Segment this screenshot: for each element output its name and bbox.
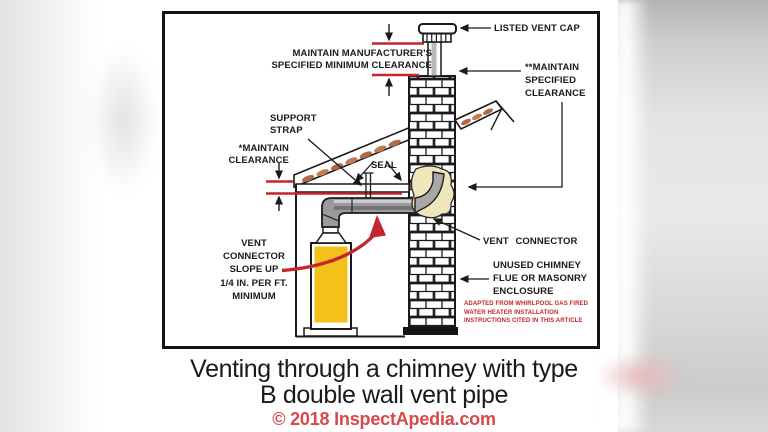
label-slope-line4: 1/4 IN. PER FT. — [220, 277, 288, 289]
background-left-gradient — [0, 0, 100, 432]
seal-blob — [410, 165, 455, 219]
label-slope-line1: VENT — [241, 238, 267, 249]
label-maintain-specified: **MAINTAIN SPECIFIED CLEARANCE — [525, 61, 586, 101]
diagram-line-art — [266, 23, 563, 338]
chimney-base — [403, 327, 458, 335]
label-maintain-clearance: *MAINTAIN CLEARANCE — [228, 143, 289, 167]
label-support-strap-line1: SUPPORT — [270, 113, 317, 124]
figure-caption-line1: Venting through a chimney with type — [190, 355, 578, 383]
label-support-strap: SUPPORT STRAP — [270, 113, 317, 137]
support-strap — [363, 172, 374, 198]
copyright-text: © 2018 InspectApedia.com — [272, 409, 496, 429]
label-slope-line3: SLOPE UP — [229, 264, 279, 276]
leader-lines — [307, 24, 563, 283]
label-top-clearance-line1: MAINTAIN MANUFACTURER'S — [292, 48, 432, 59]
label-unused-chimney: UNUSED CHIMNEY FLUE OR MASONRY ENCLOSURE — [493, 259, 587, 299]
roof-right — [453, 100, 515, 131]
label-slope-line5: MINIMUM — [232, 290, 276, 302]
label-unused-chimney-line2: FLUE OR MASONRY — [493, 273, 588, 285]
label-maintain-clearance-line1: *MAINTAIN — [238, 143, 289, 154]
label-maintain-specified-line3: CLEARANCE — [525, 88, 586, 100]
label-adapted-note: ADAPTED FROM WHIRLPOOL GAS FIRED WATER H… — [464, 300, 588, 326]
background-pink-smudge — [595, 352, 690, 400]
water-heater — [303, 226, 358, 337]
label-adapted-note-line1: ADAPTED FROM WHIRLPOOL GAS FIRED — [464, 301, 589, 307]
label-support-strap-line2: STRAP — [270, 125, 303, 136]
label-top-clearance: MAINTAIN MANUFACTURER'S SPECIFIED MINIMU… — [271, 48, 432, 72]
label-unused-chimney-line3: ENCLOSURE — [493, 286, 554, 298]
label-listed-vent-cap: LISTED VENT CAP — [494, 23, 580, 34]
label-unused-chimney-line1: UNUSED CHIMNEY — [493, 260, 581, 271]
vent-connector-pipe — [321, 197, 421, 228]
label-vent-connector: VENT CONNECTOR — [483, 236, 578, 247]
label-maintain-specified-line2: SPECIFIED — [525, 75, 577, 87]
draft-hood — [314, 232, 348, 244]
label-seal: SEAL — [371, 160, 397, 171]
label-adapted-note-line3: INSTRUCTIONS CITED IN THIS ARTICLE — [464, 318, 583, 325]
label-maintain-clearance-line2: CLEARANCE — [228, 155, 289, 166]
figure-caption: Venting through a chimney with type B do… — [0, 356, 768, 408]
label-slope-line2: CONNECTOR — [223, 251, 285, 263]
background-smudge — [88, 45, 158, 195]
clearance-marks — [266, 24, 424, 211]
vent-cap — [418, 23, 457, 77]
label-slope-note: VENT CONNECTOR SLOPE UP 1/4 IN. PER FT. … — [204, 237, 304, 303]
flue-elbow — [414, 171, 445, 215]
label-adapted-note-line2: WATER HEATER INSTALLATION — [464, 309, 559, 316]
diagram-frame: MAINTAIN MANUFACTURER'S SPECIFIED MINIMU… — [162, 11, 600, 349]
label-maintain-specified-line1: **MAINTAIN — [525, 62, 580, 73]
figure-caption-line2: B double wall vent pipe — [260, 381, 508, 409]
label-top-clearance-line2: SPECIFIED MINIMUM CLEARANCE — [271, 60, 432, 71]
slope-up-arrow — [281, 215, 386, 273]
